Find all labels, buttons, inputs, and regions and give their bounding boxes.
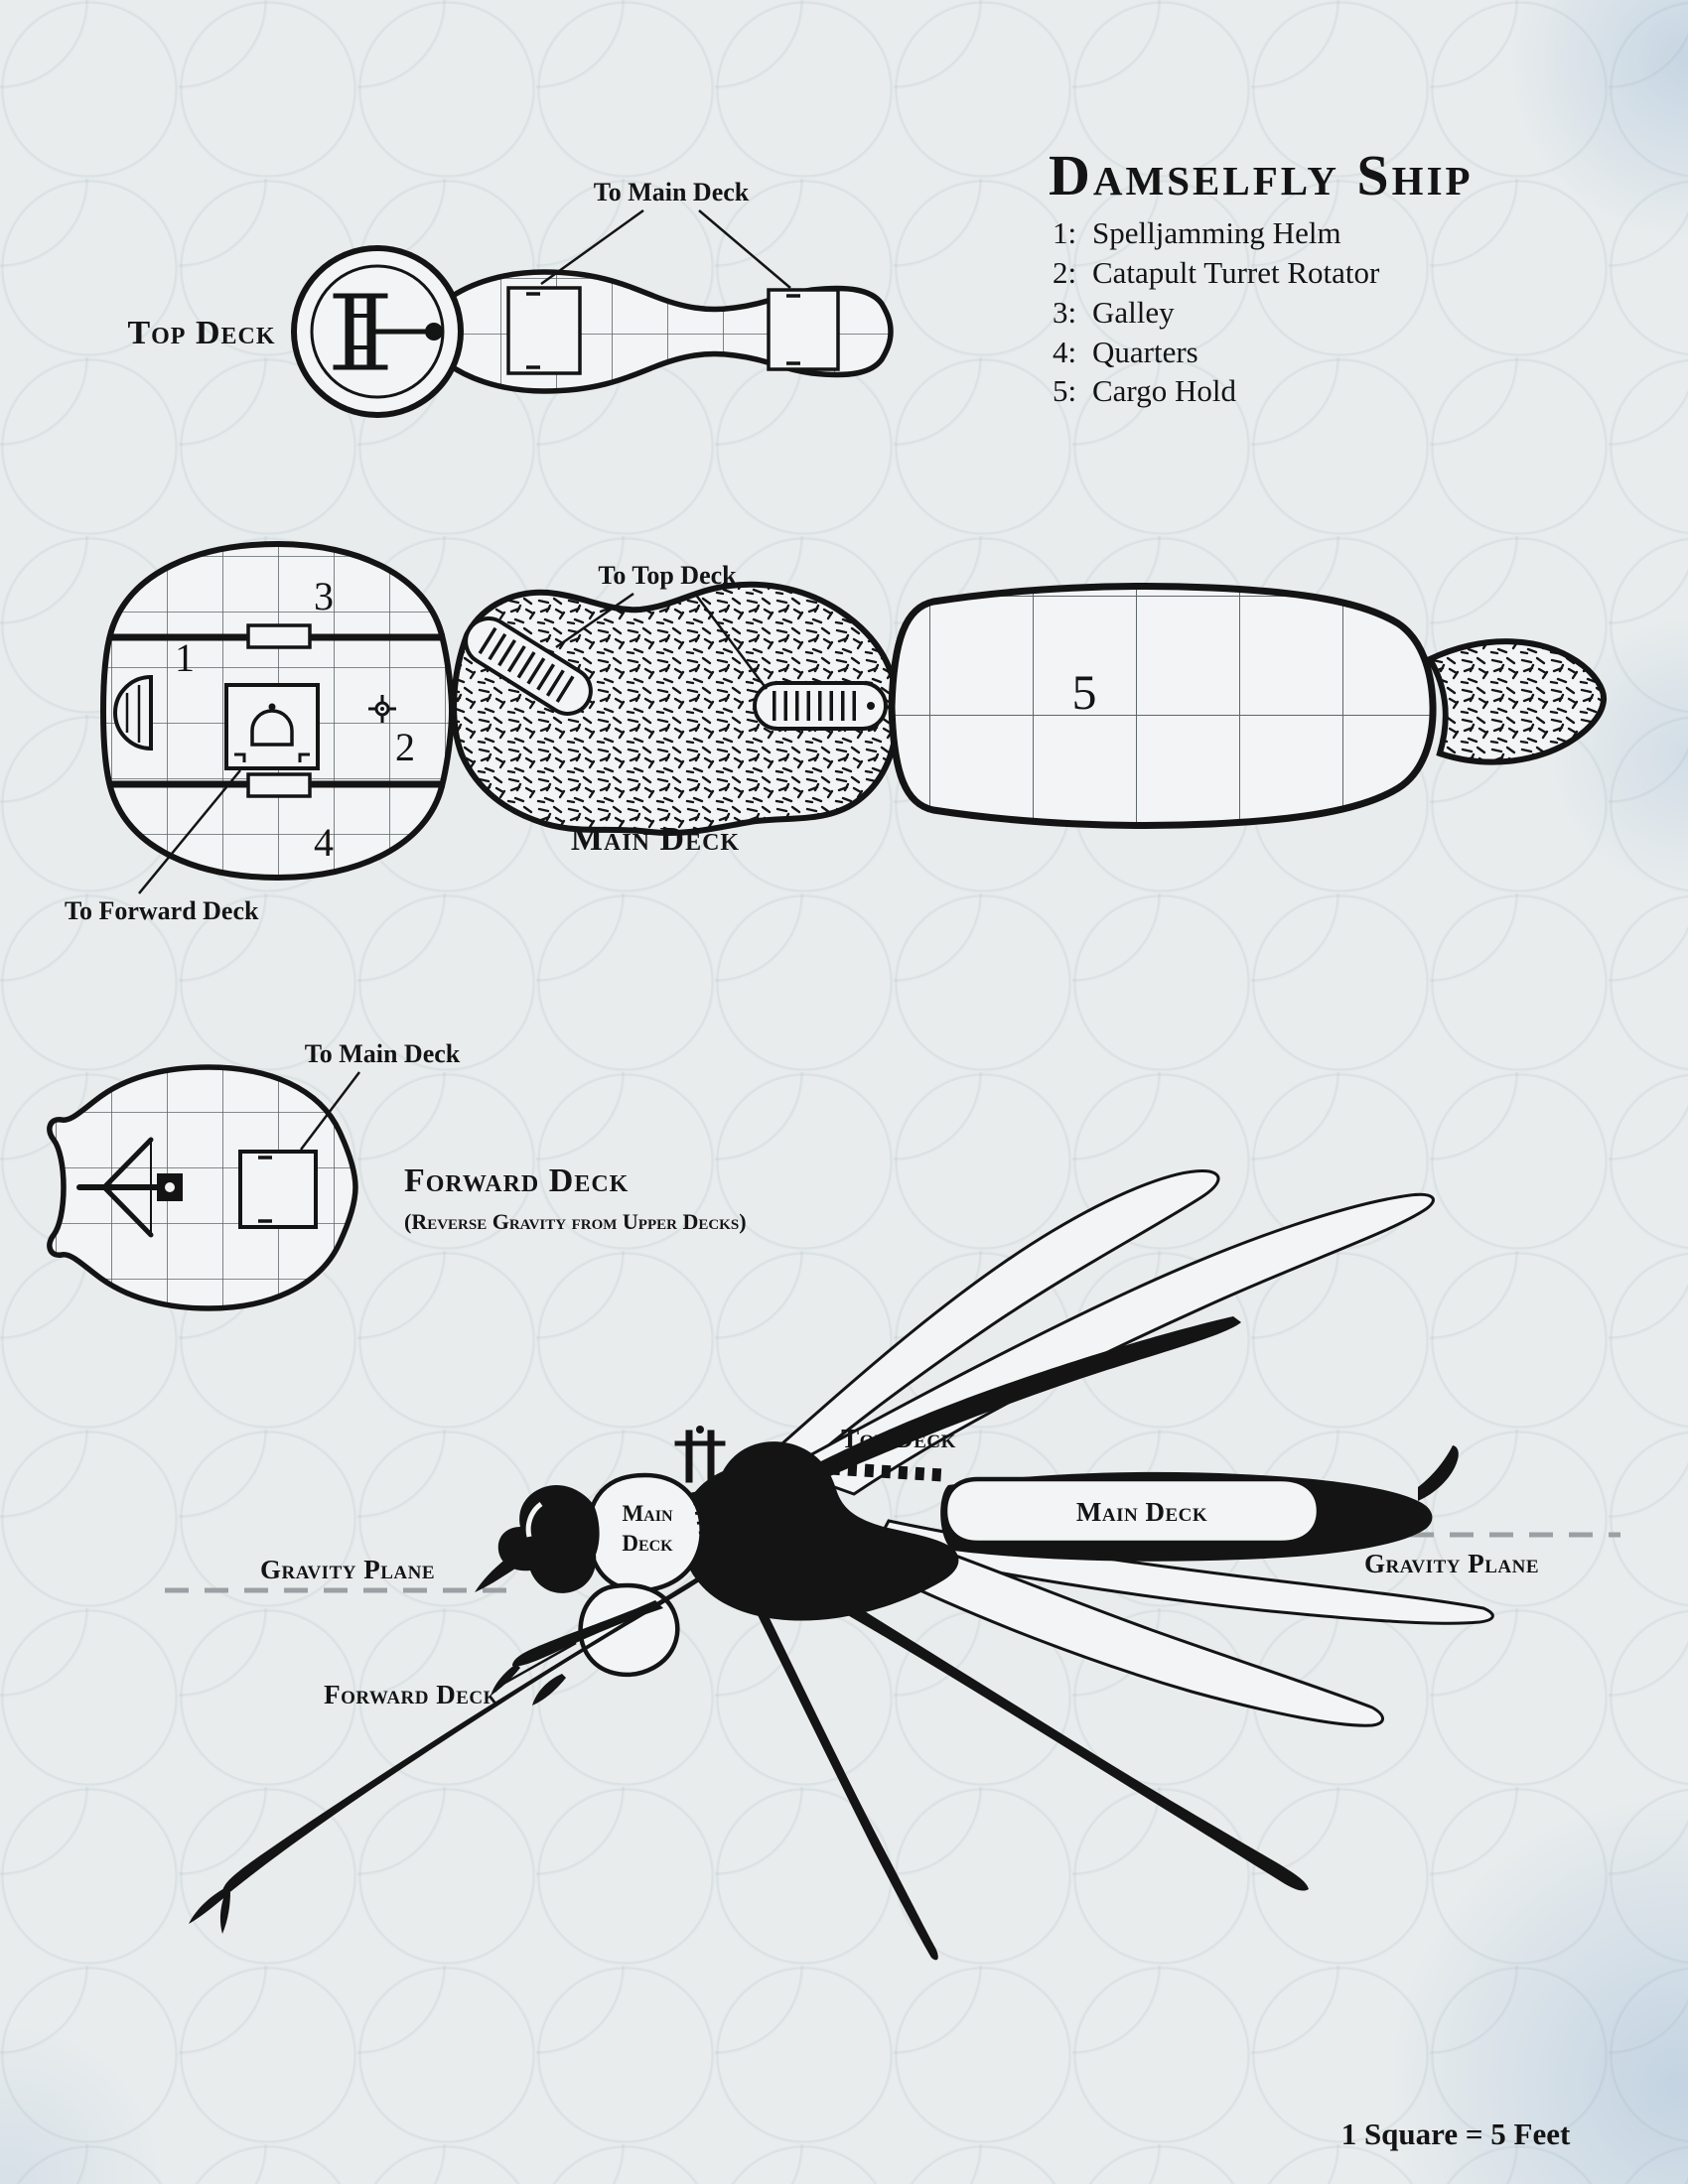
top-deck-plan: To Main Deck Top Deck <box>127 178 894 418</box>
hatch-to-main-deck-right <box>767 288 840 371</box>
main-deck-hull-side <box>942 1476 1322 1546</box>
room-number-rotator: 2 <box>395 725 415 769</box>
gravity-plane-label-left: Gravity Plane <box>260 1555 435 1584</box>
ballista-icon <box>76 1137 183 1238</box>
legend-item-number: 5: <box>1053 373 1076 408</box>
main-deck-to-forward-deck-label: To Forward Deck <box>65 896 259 925</box>
eye-highlight <box>525 1501 543 1538</box>
tail-tip <box>1418 1445 1459 1501</box>
legend-item-number: 4: <box>1053 335 1076 369</box>
side-main-deck-label-right: Main Deck <box>1076 1497 1207 1527</box>
leader-line <box>540 208 644 286</box>
catapult-icon <box>333 293 443 370</box>
leg-claw <box>189 1886 230 1934</box>
side-main-deck-label-left-2: Deck <box>622 1531 673 1556</box>
forward-deck-subtitle: (Reverse Gravity from Upper Decks) <box>404 1209 747 1234</box>
foreclaw <box>532 1674 566 1706</box>
legend-item-number: 1: <box>1053 215 1076 250</box>
upper-wing <box>762 1169 1220 1487</box>
legend-item-number: 2: <box>1053 255 1076 290</box>
damselfly-head <box>475 1485 600 1593</box>
forward-deck-hatch-label: To Main Deck <box>305 1039 461 1068</box>
room-number-helm: 1 <box>175 635 195 680</box>
helm-chair-icon <box>234 703 310 762</box>
thorax-silhouette <box>680 1441 959 1621</box>
rotator-icon <box>368 695 396 723</box>
room-number-quarters: 4 <box>314 820 334 865</box>
leader-line <box>694 593 768 690</box>
leader-line <box>138 769 241 894</box>
room-number-cargo: 5 <box>1072 664 1097 720</box>
doorway-icon <box>246 772 312 798</box>
side-forward-deck-label: Forward Deck <box>324 1680 498 1709</box>
side-main-deck-label-left-1: Main <box>622 1501 672 1526</box>
scale-note: 1 Square = 5 Feet <box>1341 2116 1571 2151</box>
main-deck-tail-rubble <box>1425 638 1608 765</box>
top-deck-title: Top Deck <box>127 315 275 351</box>
legend-item-number: 3: <box>1053 295 1076 330</box>
leg <box>512 1600 663 1667</box>
header: Damselfly Ship 1: Spelljamming Helm 2: C… <box>1049 143 1474 408</box>
top-deck-hatch-label: To Main Deck <box>594 178 750 206</box>
main-deck-to-top-deck-label: To Top Deck <box>598 561 737 590</box>
main-deck-plan: 1 2 3 4 5 To Top Deck Main Deck To Forwa… <box>65 540 1608 925</box>
ladder-icon <box>691 1489 723 1576</box>
legend-item-label: Galley <box>1092 295 1175 330</box>
helm-room <box>224 683 320 770</box>
figurehead-dome-icon <box>113 674 153 751</box>
leader-line <box>698 209 791 289</box>
page-title: Damselfly Ship <box>1049 143 1474 207</box>
forward-deck-plan: To Main Deck Forward Deck (Reverse Gravi… <box>47 1039 747 1311</box>
doorway-icon <box>246 623 312 649</box>
forward-deck-hull <box>47 1064 358 1311</box>
hatch-to-main-deck-left <box>506 286 582 375</box>
legend-item-label: Catapult Turret Rotator <box>1092 255 1380 290</box>
gravity-plane-label-right: Gravity Plane <box>1364 1549 1539 1578</box>
legend-item-label: Cargo Hold <box>1092 373 1236 408</box>
ladder-to-top-deck-icon <box>753 681 888 731</box>
room-number-galley: 3 <box>314 574 334 618</box>
legend-item-label: Quarters <box>1092 335 1198 369</box>
side-top-deck-label: Top Deck <box>841 1424 956 1453</box>
leader-line <box>555 592 634 649</box>
mast-icon <box>674 1426 726 1483</box>
leader-line <box>495 1641 577 1690</box>
main-deck-title: Main Deck <box>571 821 740 858</box>
top-deck-crenellation <box>813 1460 944 1482</box>
forward-deck-title: Forward Deck <box>404 1162 629 1199</box>
main-deck-thorax-rubble <box>451 581 901 837</box>
leader-line <box>300 1071 360 1151</box>
upper-wing-silhouette <box>782 1316 1241 1494</box>
side-view: Gravity Plane Gravity Plane Main Deck To… <box>165 1169 1620 1961</box>
damselfly-wings <box>762 1169 1494 1727</box>
mandible <box>475 1549 524 1592</box>
lower-wing <box>862 1527 1384 1727</box>
legend-item-label: Spelljamming Helm <box>1092 215 1341 250</box>
main-deck-cargo-hold <box>888 583 1437 829</box>
leg <box>839 1598 1309 1891</box>
legend: 1: Spelljamming Helm 2: Catapult Turret … <box>1053 215 1380 408</box>
leg <box>757 1613 938 1961</box>
damselfly-legs <box>189 1576 1309 1961</box>
hatch-to-main-deck <box>238 1150 318 1229</box>
ladder-to-top-deck-icon <box>464 616 593 716</box>
